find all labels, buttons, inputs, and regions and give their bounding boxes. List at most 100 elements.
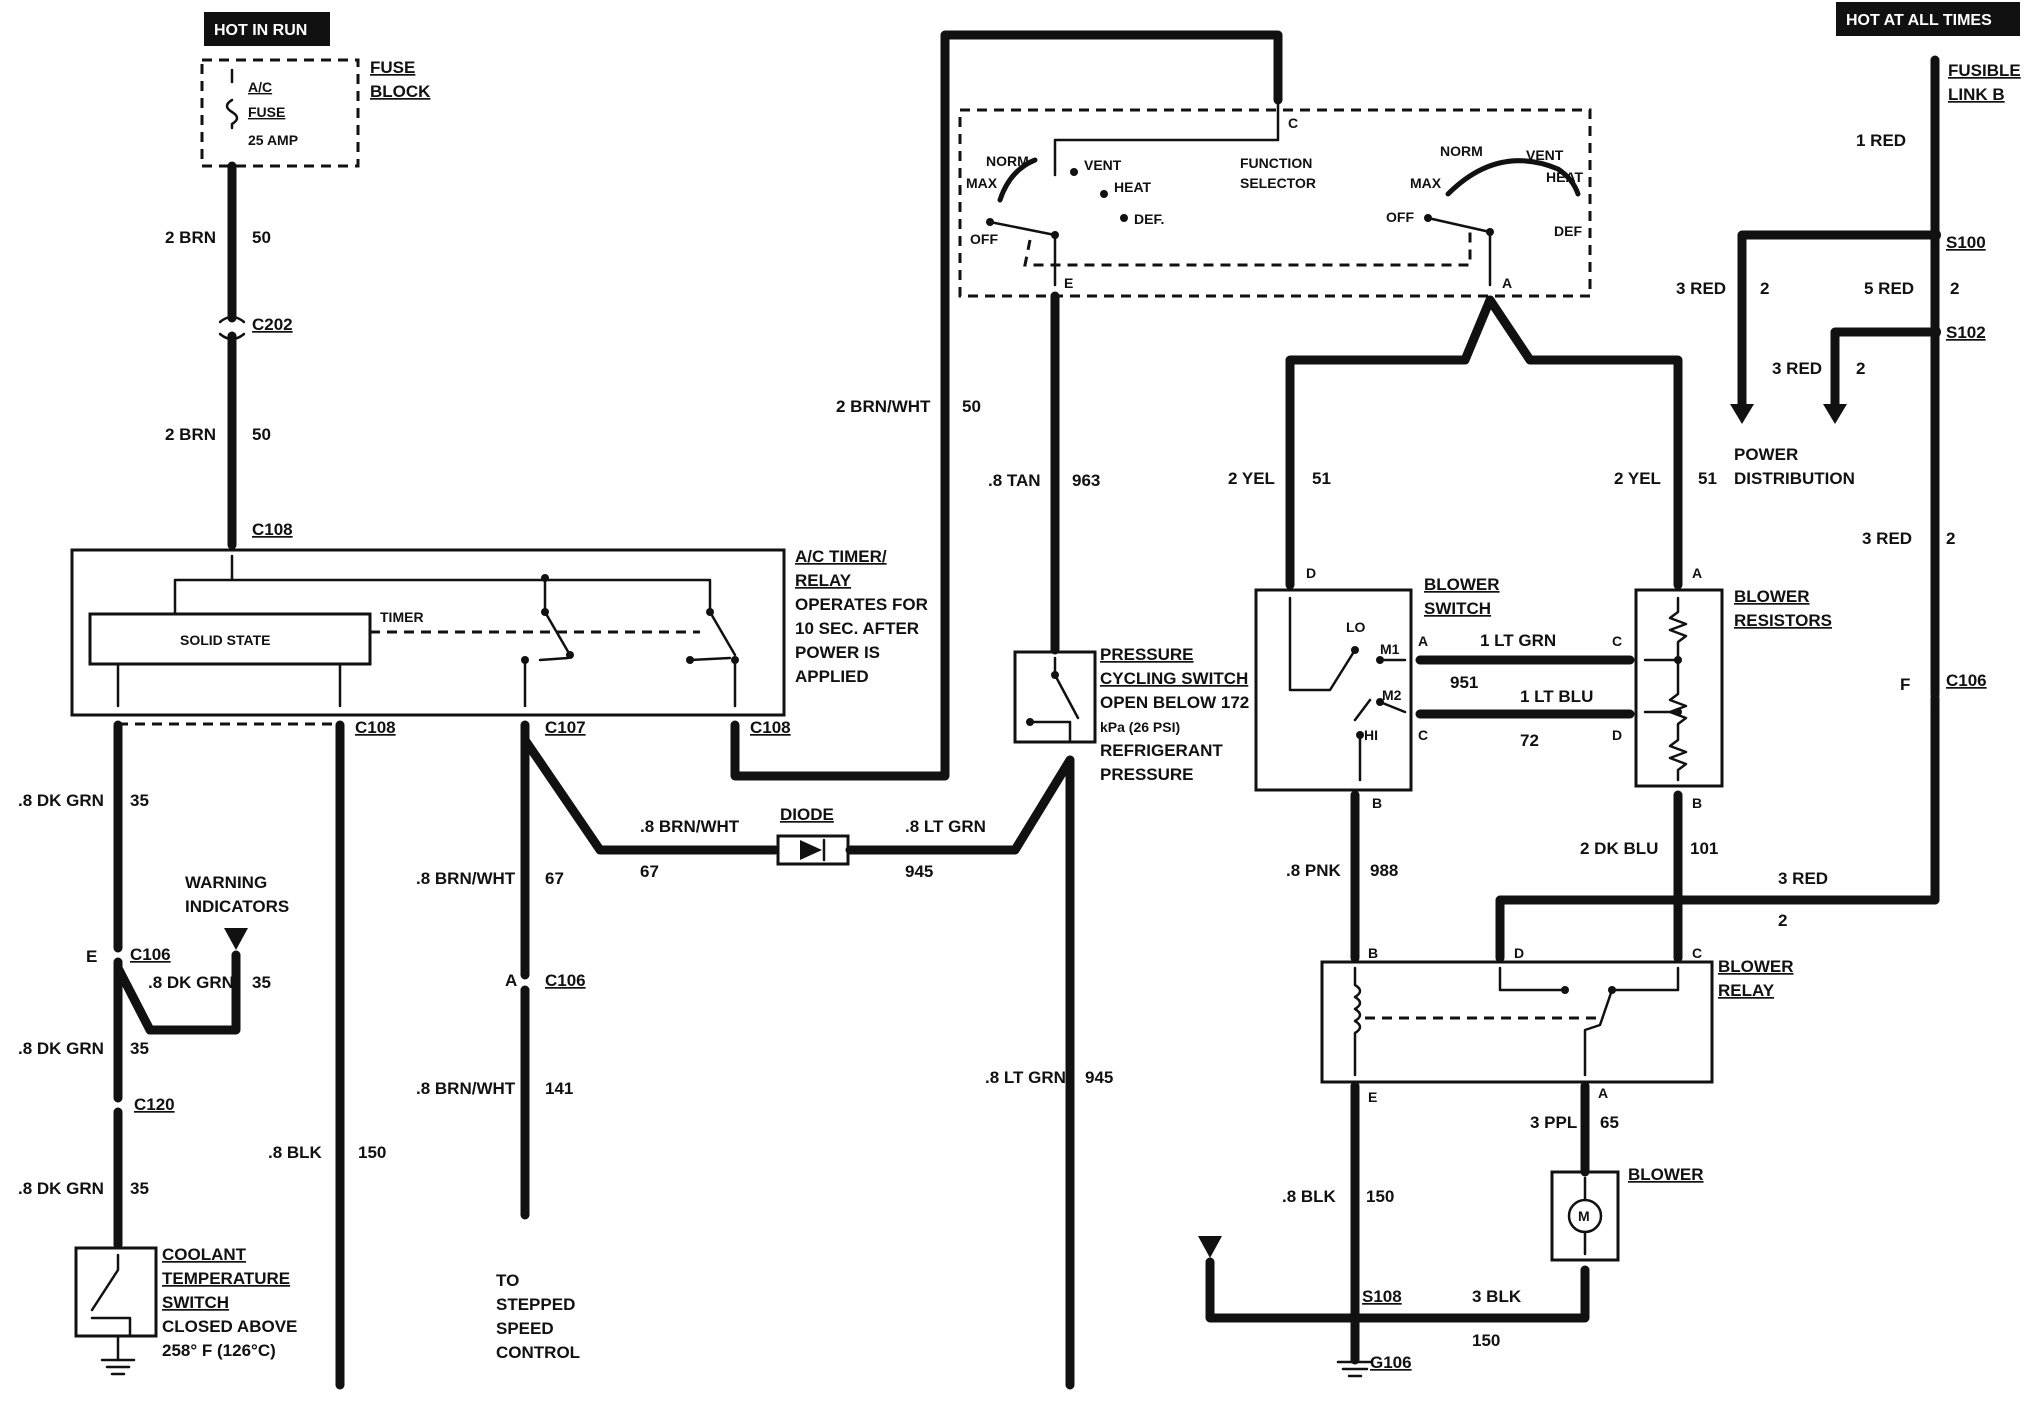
switch-position: LO [1346, 619, 1366, 635]
splice-s100 [1929, 229, 1941, 241]
wire-number: 67 [545, 869, 564, 888]
pressure-label: PRESSURE [1100, 765, 1194, 784]
wire-blk-3-150 [1205, 1257, 1590, 1323]
resistors-label: BLOWER [1734, 587, 1810, 606]
wire-number: 2 [1946, 529, 1955, 548]
wire-label: 2 DK BLU [1580, 839, 1658, 858]
fusible-link-label: LINK B [1948, 85, 2005, 104]
fs-label: VENT [1526, 147, 1564, 163]
ground-arrow-icon [1198, 1236, 1222, 1258]
connector-s102: S102 [1946, 323, 1986, 342]
timer-relay-line: 10 SEC. AFTER [795, 619, 919, 638]
wire-label: 3 BLK [1472, 1287, 1522, 1306]
stepped-label: SPEED [496, 1319, 554, 1338]
wire-brn-wht-50 [730, 30, 1283, 781]
wire-number: 988 [1370, 861, 1398, 880]
function-selector: C NORM MAX VENT HEAT DEF. OFF FUNCTION S… [958, 98, 1592, 298]
wire-number: 51 [1698, 469, 1717, 488]
connector-c120: C120 [134, 1095, 175, 1114]
fs-label: HEAT [1546, 169, 1584, 185]
wire-label: 2 YEL [1228, 469, 1275, 488]
wire-number: 945 [1085, 1068, 1113, 1087]
wire-label: 1 LT BLU [1520, 687, 1593, 706]
blower-label: BLOWER [1628, 1165, 1704, 1184]
timer-relay-line: APPLIED [795, 667, 869, 686]
warning-label: INDICATORS [185, 897, 289, 916]
connector-s108: S108 [1362, 1287, 1402, 1306]
connector-c202: C202 [252, 315, 293, 334]
switch-position: HI [1364, 727, 1378, 743]
pin-label: E [1368, 1089, 1377, 1105]
motor-icon: M [1578, 1208, 1590, 1224]
pressure-cycling-switch: PRESSURE CYCLING SWITCH OPEN BELOW 172 k… [1013, 645, 1249, 784]
wire-label: 3 RED [1676, 279, 1726, 298]
resistors-label: RESISTORS [1734, 611, 1832, 630]
fuse-block: A/C FUSE 25 AMP FUSE BLOCK [200, 58, 431, 168]
wire-label: 3 RED [1772, 359, 1822, 378]
diode-label: DIODE [780, 805, 834, 824]
fs-label: NORM [986, 153, 1029, 169]
pin-label: A [1692, 565, 1702, 581]
ground-icon [1336, 1360, 1374, 1378]
fs-label: MAX [1410, 175, 1442, 191]
blower-relay-label: BLOWER [1718, 957, 1794, 976]
diode: DIODE [776, 805, 850, 866]
blower-switch: LO M1 M2 HI BLOWER SWITCH D A C B [1254, 565, 1500, 811]
wire-label: .8 BLK [1282, 1187, 1337, 1206]
wire-yel-right [1485, 295, 1683, 590]
wire-label: .8 BRN/WHT [416, 869, 516, 888]
wire-yel-left [1285, 295, 1495, 590]
wire-number: 72 [1520, 731, 1539, 750]
pin-label: D [1306, 565, 1316, 581]
timer-label: TIMER [380, 609, 424, 625]
pin-label: F [1900, 675, 1910, 694]
wire-label: .8 TAN [988, 471, 1041, 490]
pin-label: B [1368, 945, 1378, 961]
wire-label: .8 DK GRN [18, 791, 104, 810]
coolant-label: CLOSED ABOVE [162, 1317, 297, 1336]
blower-switch-label: BLOWER [1424, 575, 1500, 594]
pin-label: C [1418, 727, 1428, 743]
wire-number: 50 [252, 425, 271, 444]
blower-relay-label: RELAY [1718, 981, 1775, 1000]
wire-label: .8 LT GRN [905, 817, 986, 836]
wire-red-2-relay [1495, 693, 1940, 963]
stepped-label: CONTROL [496, 1343, 580, 1362]
connector-g106: G106 [1370, 1353, 1412, 1372]
wire-number: 2 [1778, 911, 1787, 930]
timer-relay-line: A/C TIMER/ [795, 547, 887, 566]
wire-number: 951 [1450, 673, 1478, 692]
switch-position: M1 [1380, 641, 1400, 657]
wire-number: 50 [252, 228, 271, 247]
blower-resistors: BLOWER RESISTORS A C D B [1612, 565, 1832, 811]
wire-label: .8 DK GRN [148, 973, 234, 992]
wire-label: .8 DK GRN [18, 1179, 104, 1198]
hot-at-all-times-label: HOT AT ALL TIMES [1846, 12, 1992, 29]
pin-label: E [86, 947, 97, 966]
pin-label: A [1598, 1085, 1608, 1101]
stepped-label: STEPPED [496, 1295, 575, 1314]
solid-state-label: SOLID STATE [180, 632, 270, 648]
pin-label: C [1288, 115, 1298, 131]
connector-c106: C106 [545, 971, 586, 990]
fs-title: FUNCTION [1240, 155, 1312, 171]
pin-label: A [1502, 275, 1512, 291]
connector-c106: C106 [1946, 671, 1987, 690]
wire-label: .8 DK GRN [18, 1039, 104, 1058]
power-arrow-icon [1823, 404, 1847, 424]
power-distribution-label: POWER [1734, 445, 1798, 464]
power-arrow-icon [1730, 404, 1754, 424]
fs-label: OFF [1386, 209, 1414, 225]
wire-label: .8 PNK [1286, 861, 1342, 880]
wire-number: 101 [1690, 839, 1718, 858]
ground-icon [100, 1358, 136, 1376]
wire-number: 150 [358, 1143, 386, 1162]
wire-number: 65 [1600, 1113, 1619, 1132]
timer-relay-line: POWER IS [795, 643, 880, 662]
pin-label: A [1418, 633, 1428, 649]
fuse-block-label-2: BLOCK [370, 82, 431, 101]
warning-label: WARNING [185, 873, 267, 892]
wire-label: .8 BLK [268, 1143, 323, 1162]
pin-label: B [1692, 795, 1702, 811]
coolant-label: 258° F (126°C) [162, 1341, 276, 1360]
